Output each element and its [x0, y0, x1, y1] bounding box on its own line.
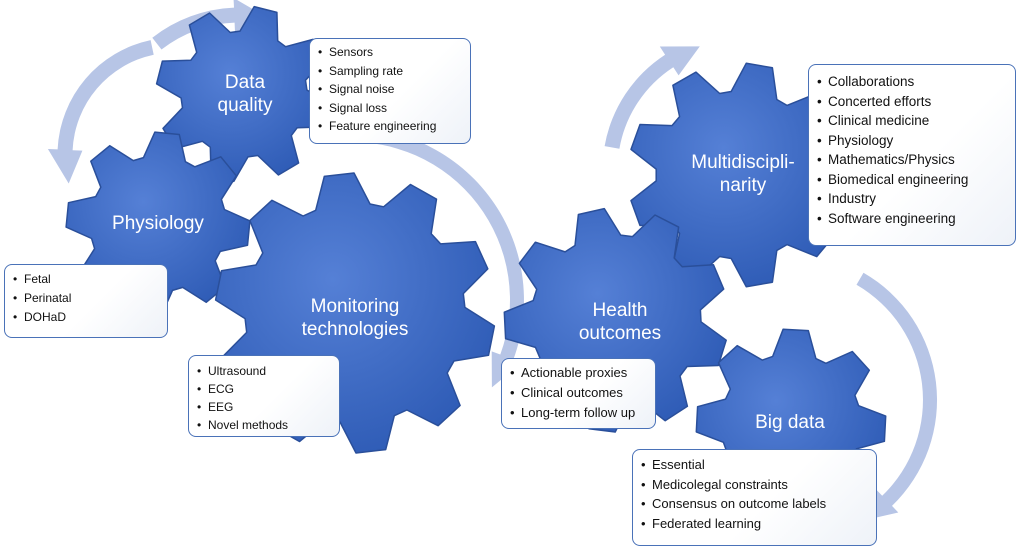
health-outcomes-box: Actionable proxies Clinical outcomes Lon… — [501, 358, 656, 429]
label-line: Data — [224, 72, 266, 93]
list-item: Medicolegal constraints — [641, 475, 868, 495]
arrow-center — [337, 128, 524, 388]
label-line: Monitoring — [310, 296, 400, 317]
list-item: Fetal — [13, 270, 159, 289]
monitoring-technologies-list: Ultrasound ECG EEG Novel methods — [197, 362, 331, 434]
gear-label-monitoring-technologies: Monitoring technologies — [270, 296, 440, 342]
list-item: Software engineering — [817, 209, 1007, 229]
gear-label-big-data: Big data — [740, 412, 840, 435]
arrow-right — [856, 272, 938, 522]
big-data-list: Essential Medicolegal constraints Consen… — [641, 455, 868, 533]
physiology-box: Fetal Perinatal DOHaD — [4, 264, 168, 338]
gear-data-quality — [155, 5, 333, 183]
list-item: DOHaD — [13, 308, 159, 327]
list-item: Collaborations — [817, 72, 1007, 92]
list-item: Novel methods — [197, 416, 331, 434]
monitoring-technologies-box: Ultrasound ECG EEG Novel methods — [188, 355, 340, 437]
gear-label-physiology: Physiology — [98, 213, 218, 236]
label-line: Physiology — [112, 213, 204, 234]
list-item: Clinical outcomes — [510, 383, 647, 403]
label-line: Multidiscipli- — [691, 152, 795, 173]
list-item: Perinatal — [13, 289, 159, 308]
label-line: outcomes — [578, 322, 662, 344]
label-line: technologies — [301, 318, 409, 340]
arrow-left — [47, 40, 154, 184]
list-item: ECG — [197, 380, 331, 398]
label-line: Health — [592, 300, 648, 321]
cycle-arrows — [47, 0, 938, 522]
multidisciplinarity-list: Collaborations Concerted efforts Clinica… — [817, 72, 1007, 228]
big-data-box: Essential Medicolegal constraints Consen… — [632, 449, 877, 546]
arrow-top-right — [604, 46, 700, 149]
list-item: Physiology — [817, 131, 1007, 151]
data-quality-list: Sensors Sampling rate Signal noise Signa… — [318, 43, 462, 136]
label-line: narity — [719, 174, 767, 196]
list-item: Mathematics/Physics — [817, 150, 1007, 170]
list-item: Signal loss — [318, 99, 462, 118]
gear-multidisciplinarity — [630, 62, 852, 288]
gear-label-data-quality: Data quality — [190, 72, 300, 118]
list-item: Biomedical engineering — [817, 170, 1007, 190]
label-line: Big data — [755, 412, 825, 433]
list-item: Clinical medicine — [817, 111, 1007, 131]
list-item: Sensors — [318, 43, 462, 62]
label-line: quality — [217, 94, 273, 116]
list-item: Long-term follow up — [510, 403, 647, 423]
list-item: Industry — [817, 189, 1007, 209]
physiology-list: Fetal Perinatal DOHaD — [13, 270, 159, 327]
list-item: Federated learning — [641, 514, 868, 534]
list-item: Ultrasound — [197, 362, 331, 380]
list-item: Essential — [641, 455, 868, 475]
multidisciplinarity-box: Collaborations Concerted efforts Clinica… — [808, 64, 1016, 246]
list-item: EEG — [197, 398, 331, 416]
list-item: Concerted efforts — [817, 92, 1007, 112]
gear-label-multidisciplinarity: Multidiscipli- narity — [668, 152, 818, 198]
list-item: Signal noise — [318, 80, 462, 99]
list-item: Feature engineering — [318, 117, 462, 136]
health-outcomes-list: Actionable proxies Clinical outcomes Lon… — [510, 363, 647, 423]
list-item: Consensus on outcome labels — [641, 494, 868, 514]
data-quality-box: Sensors Sampling rate Signal noise Signa… — [309, 38, 471, 144]
list-item: Actionable proxies — [510, 363, 647, 383]
gear-label-health-outcomes: Health outcomes — [560, 300, 680, 346]
list-item: Sampling rate — [318, 62, 462, 81]
